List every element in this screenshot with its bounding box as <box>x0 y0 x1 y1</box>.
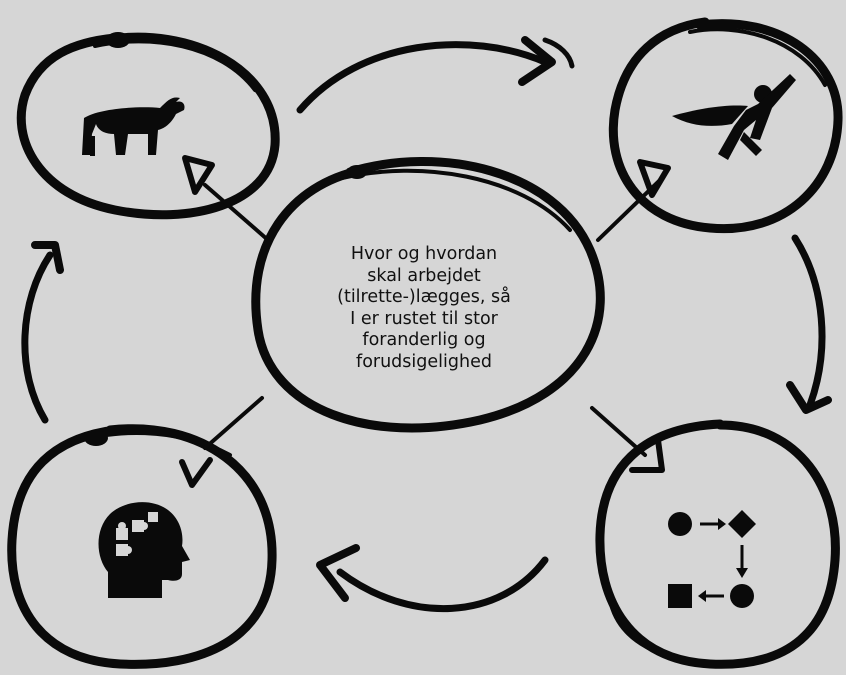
arrow-top <box>296 36 575 114</box>
head-puzzle-icon <box>98 502 190 598</box>
arrow-bottom <box>316 544 549 613</box>
center-line-1: Hvor og hvordan <box>350 244 498 264</box>
circle-top-right <box>608 17 843 234</box>
circle-bottom-left <box>7 424 277 669</box>
circle-bottom-right <box>595 419 840 669</box>
process-flow-icon <box>668 510 756 608</box>
center-line-2: skal arbejdet <box>367 265 481 286</box>
arrow-left <box>21 241 64 424</box>
center-circle <box>251 157 605 433</box>
center-line-4: I er rustet til stor <box>350 308 498 329</box>
spoke-arrow-bottom-left <box>179 396 264 488</box>
circle-top-left <box>16 32 280 220</box>
center-question: Hvor og hvordan skal arbejdet (tilrette-… <box>318 244 530 373</box>
center-line-3: (tilrette-)lægges, så <box>337 287 511 307</box>
spoke-arrow-bottom-right <box>590 406 665 473</box>
center-line-5: foranderlig og <box>362 330 486 350</box>
spoke-arrow-top-left <box>182 155 270 242</box>
bull-icon <box>82 97 185 156</box>
superhero-icon <box>672 74 796 160</box>
spoke-arrow-top-right <box>596 159 671 242</box>
center-line-6: forudsigelighed <box>356 351 492 372</box>
arrow-right <box>786 234 832 414</box>
